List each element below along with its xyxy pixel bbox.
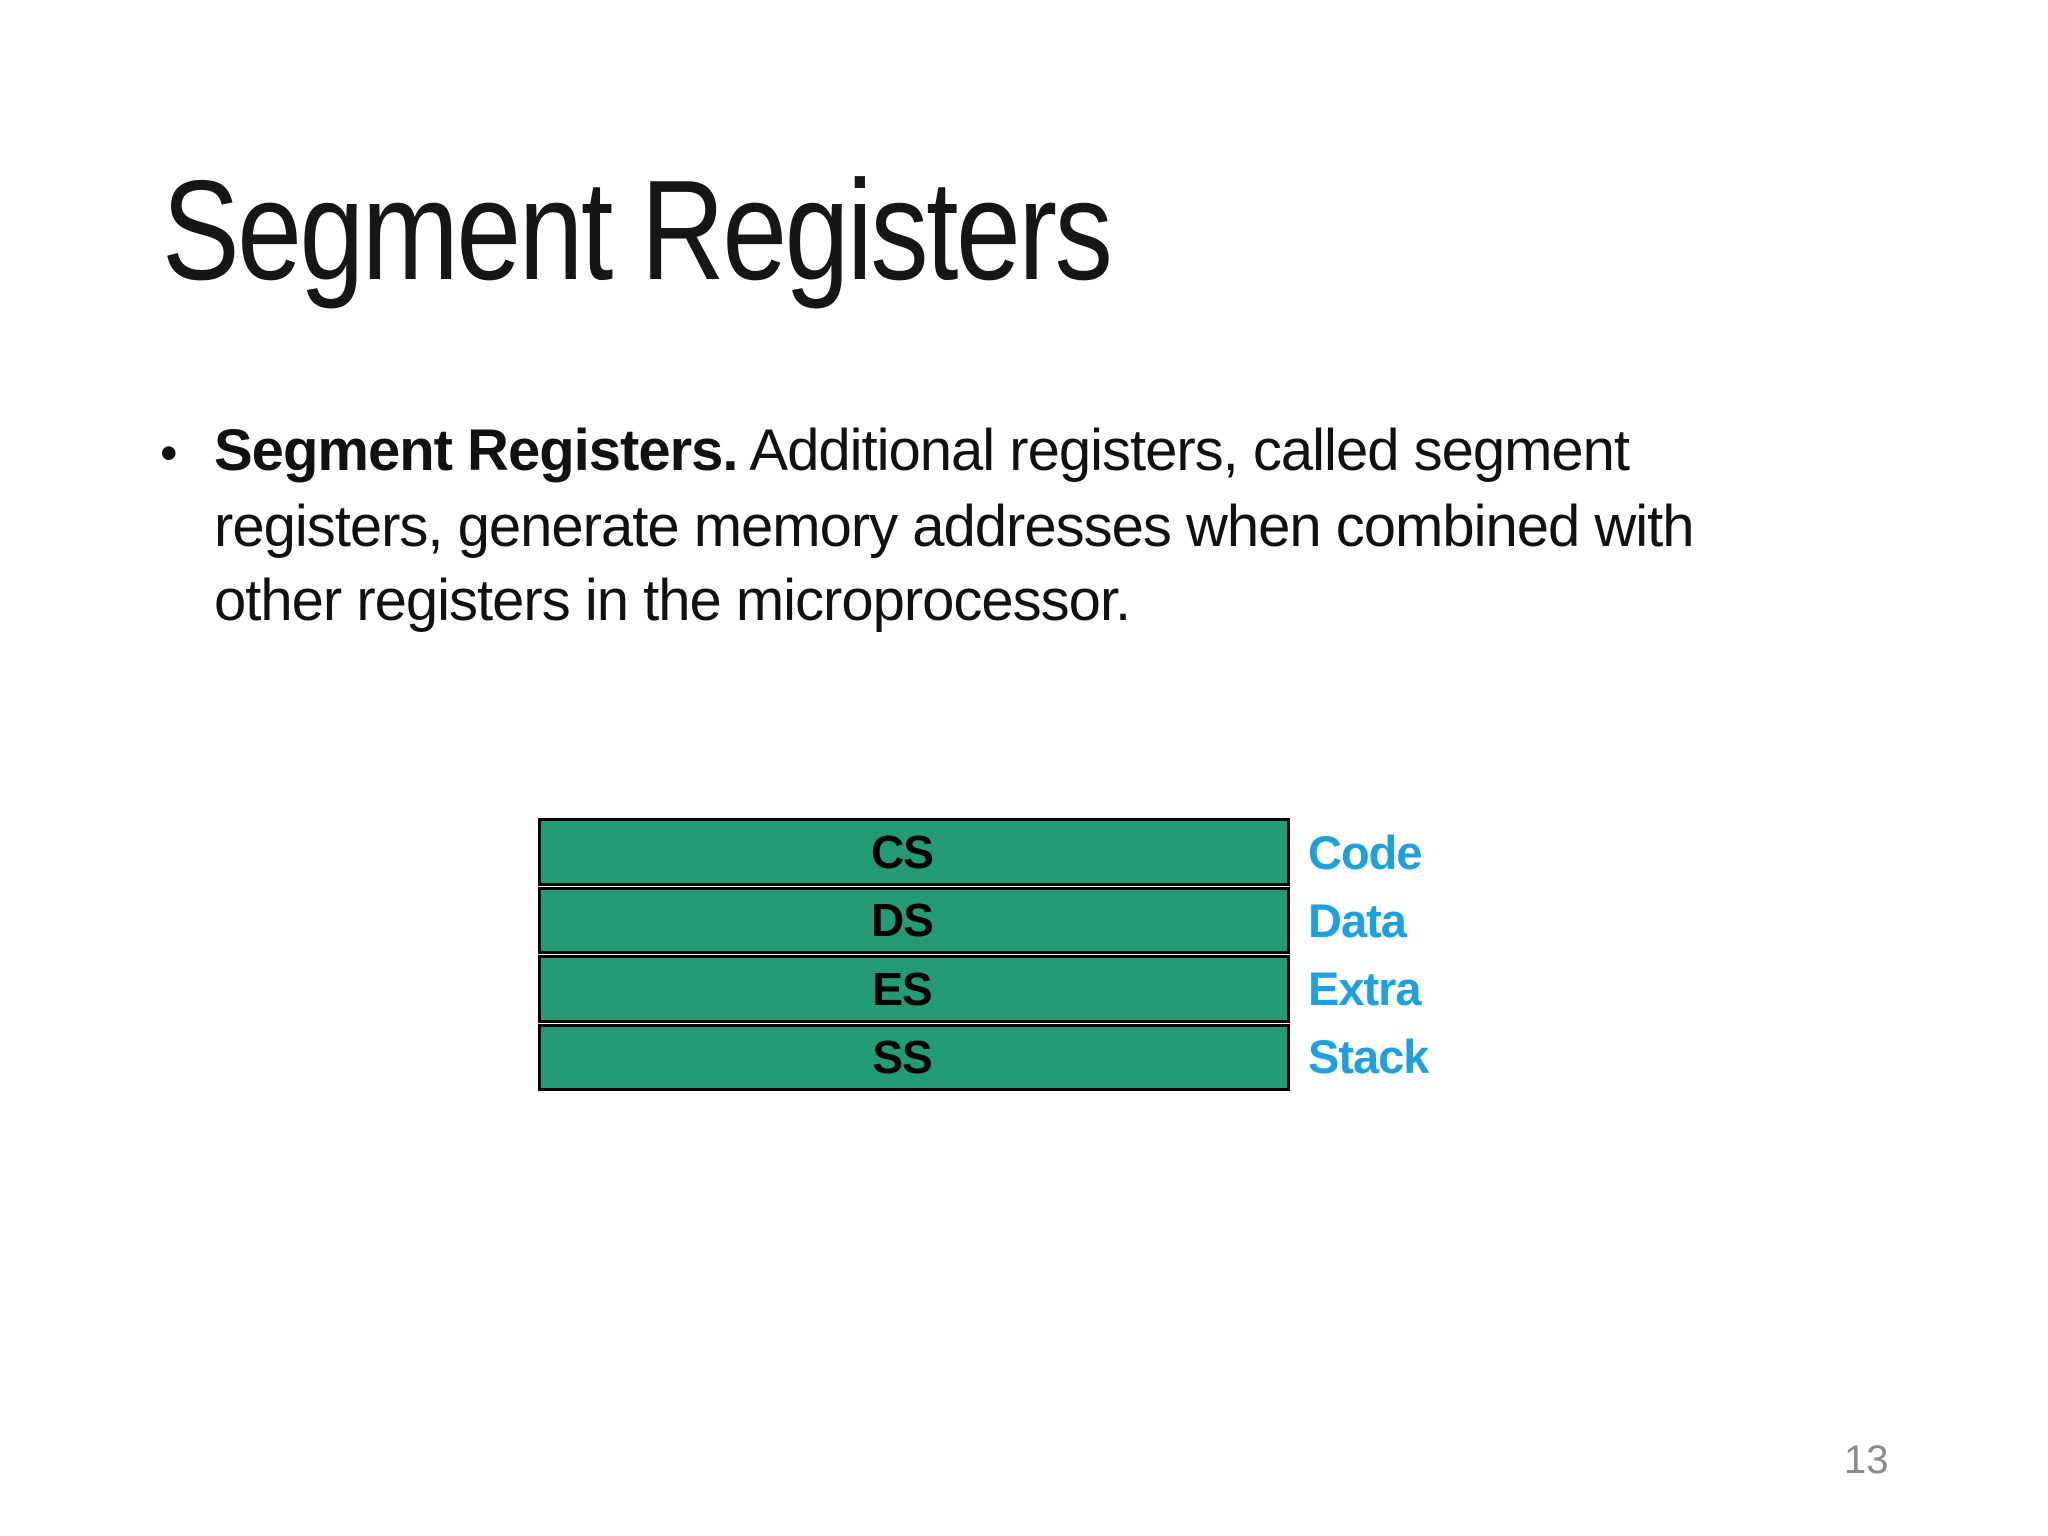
- register-abbr-ds: DS: [871, 894, 934, 947]
- page-title: Segment Registers: [162, 151, 1113, 310]
- register-abbr-cs: CS: [871, 825, 934, 878]
- bullet-marker-icon: •: [160, 425, 178, 481]
- bullet-line-3: other registers in the microprocessor.: [214, 568, 1131, 633]
- type-label-data: Data: [1308, 893, 1407, 947]
- type-label-extra: Extra: [1308, 962, 1422, 1016]
- register-row-es: ES: [538, 955, 1290, 1023]
- segment-register-diagram: CS DS ES SS: [538, 818, 1290, 1091]
- register-abbr-es: ES: [872, 962, 932, 1015]
- register-abbr-ss: SS: [872, 1031, 932, 1084]
- register-row-cs: CS: [538, 818, 1290, 886]
- bullet-lead-bold: Segment Registers.: [214, 418, 739, 483]
- bullet-line-2: registers, generate memory addresses whe…: [214, 494, 1695, 559]
- page-number: 13: [1844, 1438, 1889, 1482]
- type-label-stack: Stack: [1308, 1030, 1429, 1084]
- type-label-code: Code: [1308, 825, 1423, 879]
- bullet-line-1-rest: Additional registers, called segment: [737, 418, 1630, 483]
- register-row-ds: DS: [538, 886, 1290, 954]
- bullet-item: • Segment Registers. Additional registers…: [160, 414, 1695, 638]
- bullet-line-1: • Segment Registers. Additional registers…: [160, 414, 1694, 490]
- register-row-ss: SS: [538, 1023, 1290, 1091]
- register-type-labels: Code Data Extra Stack: [1308, 818, 1429, 1091]
